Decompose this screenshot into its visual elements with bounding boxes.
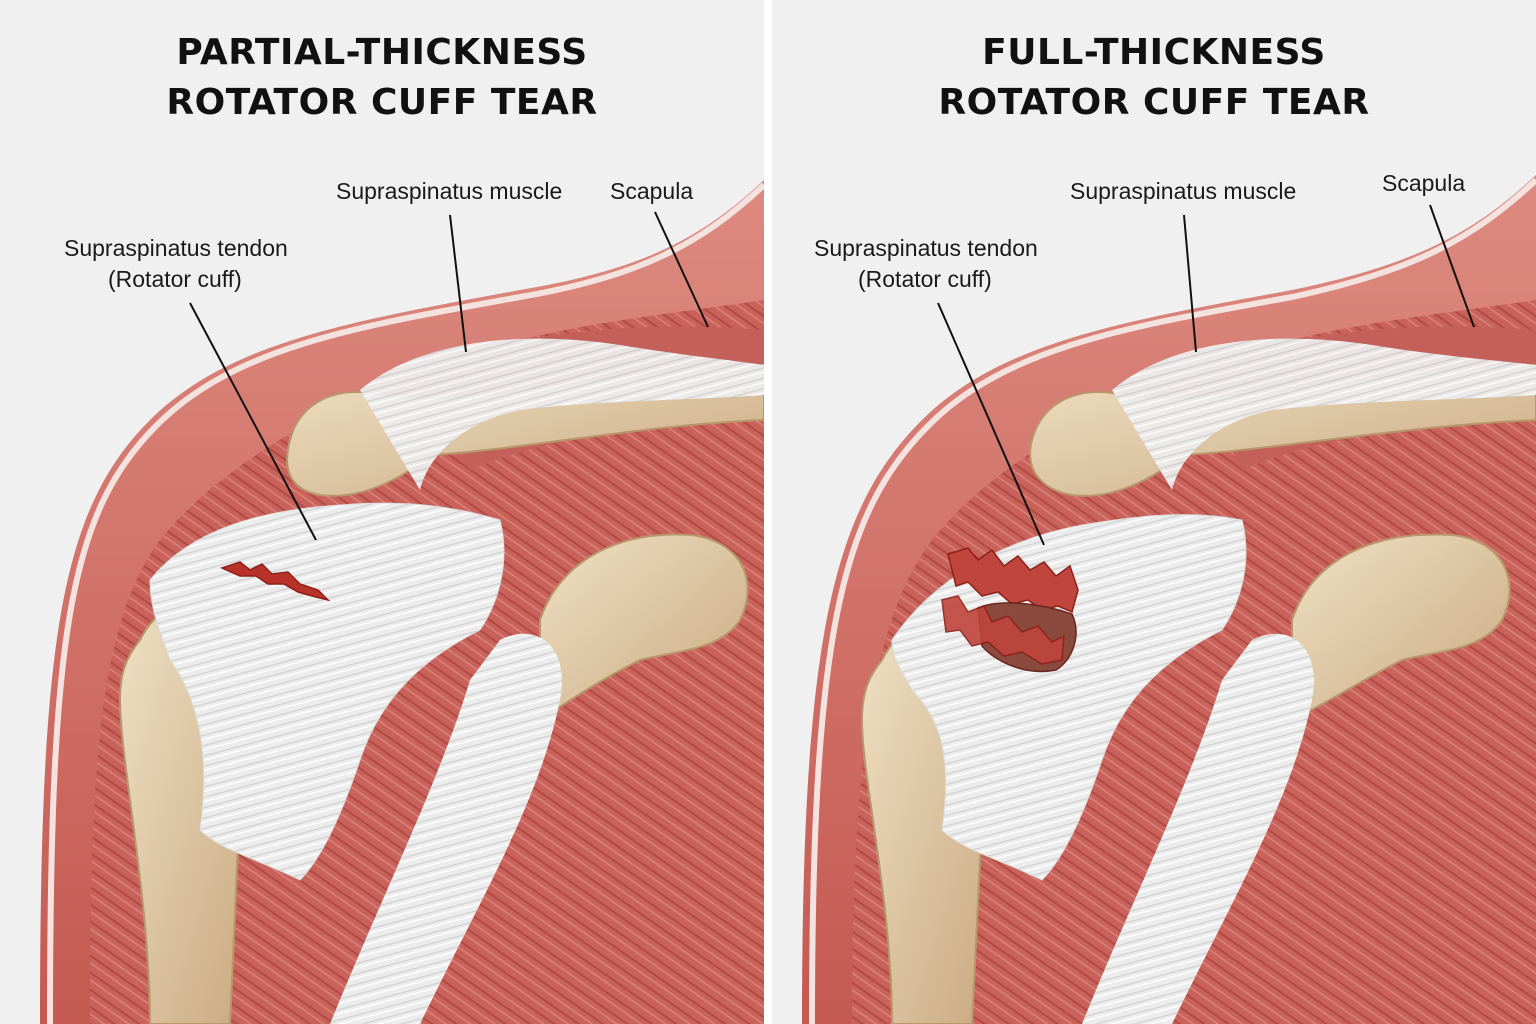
full-tendon-label-line2: (Rotator cuff)	[858, 266, 992, 292]
tendon-leader-line	[189, 302, 317, 541]
scapula-leader-line	[654, 211, 709, 328]
muscle-leader-line	[449, 214, 467, 353]
full-tendon-label-line1: Supraspinatus tendon	[814, 235, 1038, 261]
full-tear-lower-edge	[941, 595, 1065, 665]
biceps-tendon	[1082, 633, 1314, 1024]
scapula-leader-line	[1429, 204, 1475, 328]
partial-thickness-panel: PARTIAL-THICKNESS ROTATOR CUFF TEAR Supr…	[0, 0, 764, 1024]
partial-muscle-label: Supraspinatus muscle	[336, 178, 563, 204]
upper-tendon-band	[360, 338, 764, 490]
deltoid-edge-line	[47, 182, 764, 1024]
partial-tendon-label-line1: Supraspinatus tendon	[64, 235, 288, 261]
supraspinatus-tendon	[149, 502, 505, 881]
coracoid-bone	[1291, 533, 1511, 722]
full-scapula-label: Scapula	[1382, 170, 1466, 196]
upper-tendon-band	[1112, 338, 1536, 490]
full-title-line2: ROTATOR CUFF TEAR	[938, 82, 1370, 123]
biceps-tendon	[330, 633, 562, 1024]
full-thickness-panel: FULL-THICKNESS ROTATOR CUFF TEAR Suprasp…	[772, 0, 1536, 1024]
full-title-line1: FULL-THICKNESS	[982, 32, 1326, 73]
partial-scapula-label: Scapula	[610, 178, 694, 204]
tendon-leader-line	[937, 302, 1045, 546]
full-tear-upper-edge	[947, 547, 1079, 614]
partial-tendon-label-line2: (Rotator cuff)	[108, 266, 242, 292]
partial-shoulder-illustration	[40, 180, 764, 1024]
full-muscle-label: Supraspinatus muscle	[1070, 178, 1297, 204]
supraspinatus-tendon	[891, 514, 1247, 881]
partial-tear	[219, 561, 331, 602]
panel-divider	[764, 0, 772, 1024]
coracoid-bone	[539, 533, 749, 722]
muscle-leader-line	[1183, 214, 1197, 353]
partial-title-line2: ROTATOR CUFF TEAR	[166, 82, 598, 123]
deltoid-edge-line	[809, 177, 1536, 1024]
partial-title-line1: PARTIAL-THICKNESS	[176, 32, 588, 73]
full-shoulder-illustration	[802, 175, 1536, 1024]
